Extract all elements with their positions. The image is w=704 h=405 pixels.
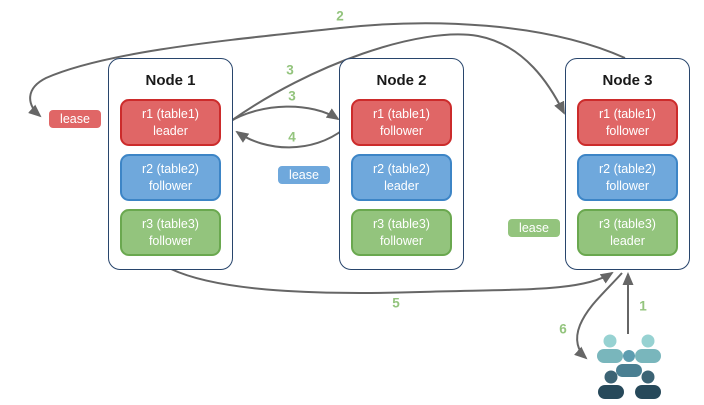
node1-replica-r3: r3 (table3) follower [120,209,221,256]
replica-role: leader [610,233,645,248]
lease-badge-table2: lease [277,165,331,185]
arrow-step3-node1-to-node2 [228,105,340,123]
replica-name: r3 (table3) [373,217,430,232]
replica-name: r1 (table1) [373,107,430,122]
node2-replica-r1: r1 (table1) follower [351,99,452,146]
replica-name: r2 (table2) [142,162,199,177]
step-label-6: 6 [559,321,567,337]
replica-role: follower [379,123,424,138]
node-3-title: Node 3 [602,72,653,89]
node3-replica-r1: r1 (table1) follower [577,99,678,146]
replica-name: r2 (table2) [373,162,430,177]
replica-role: leader [384,178,419,193]
users-icon [597,334,661,399]
node-2: Node 2 r1 (table1) follower r2 (table2) … [339,58,464,270]
node1-replica-r2: r2 (table2) follower [120,154,221,201]
node-1: Node 1 r1 (table1) leader r2 (table2) fo… [108,58,233,270]
replica-role: follower [605,123,650,138]
lease-badge-table3: lease [507,218,561,238]
step-label-5: 5 [392,295,400,311]
replica-name: r3 (table3) [142,217,199,232]
replica-role: leader [153,123,188,138]
arrow-step5-node1-to-node3 [170,268,614,294]
node2-replica-r3: r3 (table3) follower [351,209,452,256]
step-label-3a: 3 [286,62,294,78]
replica-name: r2 (table2) [599,162,656,177]
replica-name: r3 (table3) [599,217,656,232]
node-2-title: Node 2 [376,72,427,89]
replica-role: follower [605,178,650,193]
node3-replica-r2: r2 (table2) follower [577,154,678,201]
replica-name: r1 (table1) [142,107,199,122]
replica-role: follower [379,233,424,248]
replica-name: r1 (table1) [599,107,656,122]
node-3: Node 3 r1 (table1) follower r2 (table2) … [565,58,690,270]
step-label-4: 4 [288,129,296,145]
replica-role: follower [148,233,193,248]
node2-replica-r2: r2 (table2) leader [351,154,452,201]
step-label-3b: 3 [288,88,296,104]
step-label-2: 2 [336,8,344,24]
lease-badge-table1: lease [48,109,102,129]
step-label-1: 1 [639,298,647,314]
replica-role: follower [148,178,193,193]
node3-replica-r3: r3 (table3) leader [577,209,678,256]
node-1-title: Node 1 [145,72,196,89]
node1-replica-r1: r1 (table1) leader [120,99,221,146]
